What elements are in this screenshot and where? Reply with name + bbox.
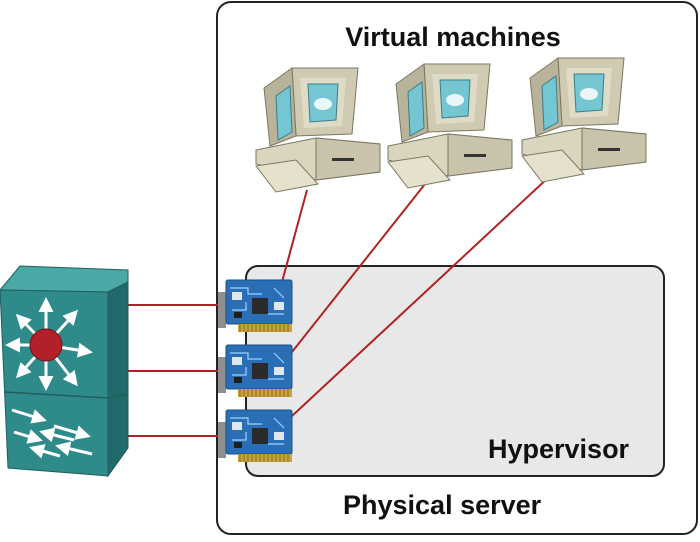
vm-link-line-3 xyxy=(291,175,551,417)
network-interface-card-icon xyxy=(217,409,293,463)
vm-link-line-2 xyxy=(291,183,426,353)
uplink-links xyxy=(128,304,222,437)
network-interface-card-icon xyxy=(217,279,293,333)
virtual-machines-title: Virtual machines xyxy=(345,22,561,52)
hypervisor-title: Hypervisor xyxy=(488,434,630,464)
vm-link-line-1 xyxy=(281,189,308,283)
multilayer-switch-icon xyxy=(0,265,129,478)
network-interface-card-icon xyxy=(217,344,293,398)
physical-server-title: Physical server xyxy=(343,490,542,520)
switch-hub xyxy=(29,328,63,362)
vm-links xyxy=(281,175,551,417)
